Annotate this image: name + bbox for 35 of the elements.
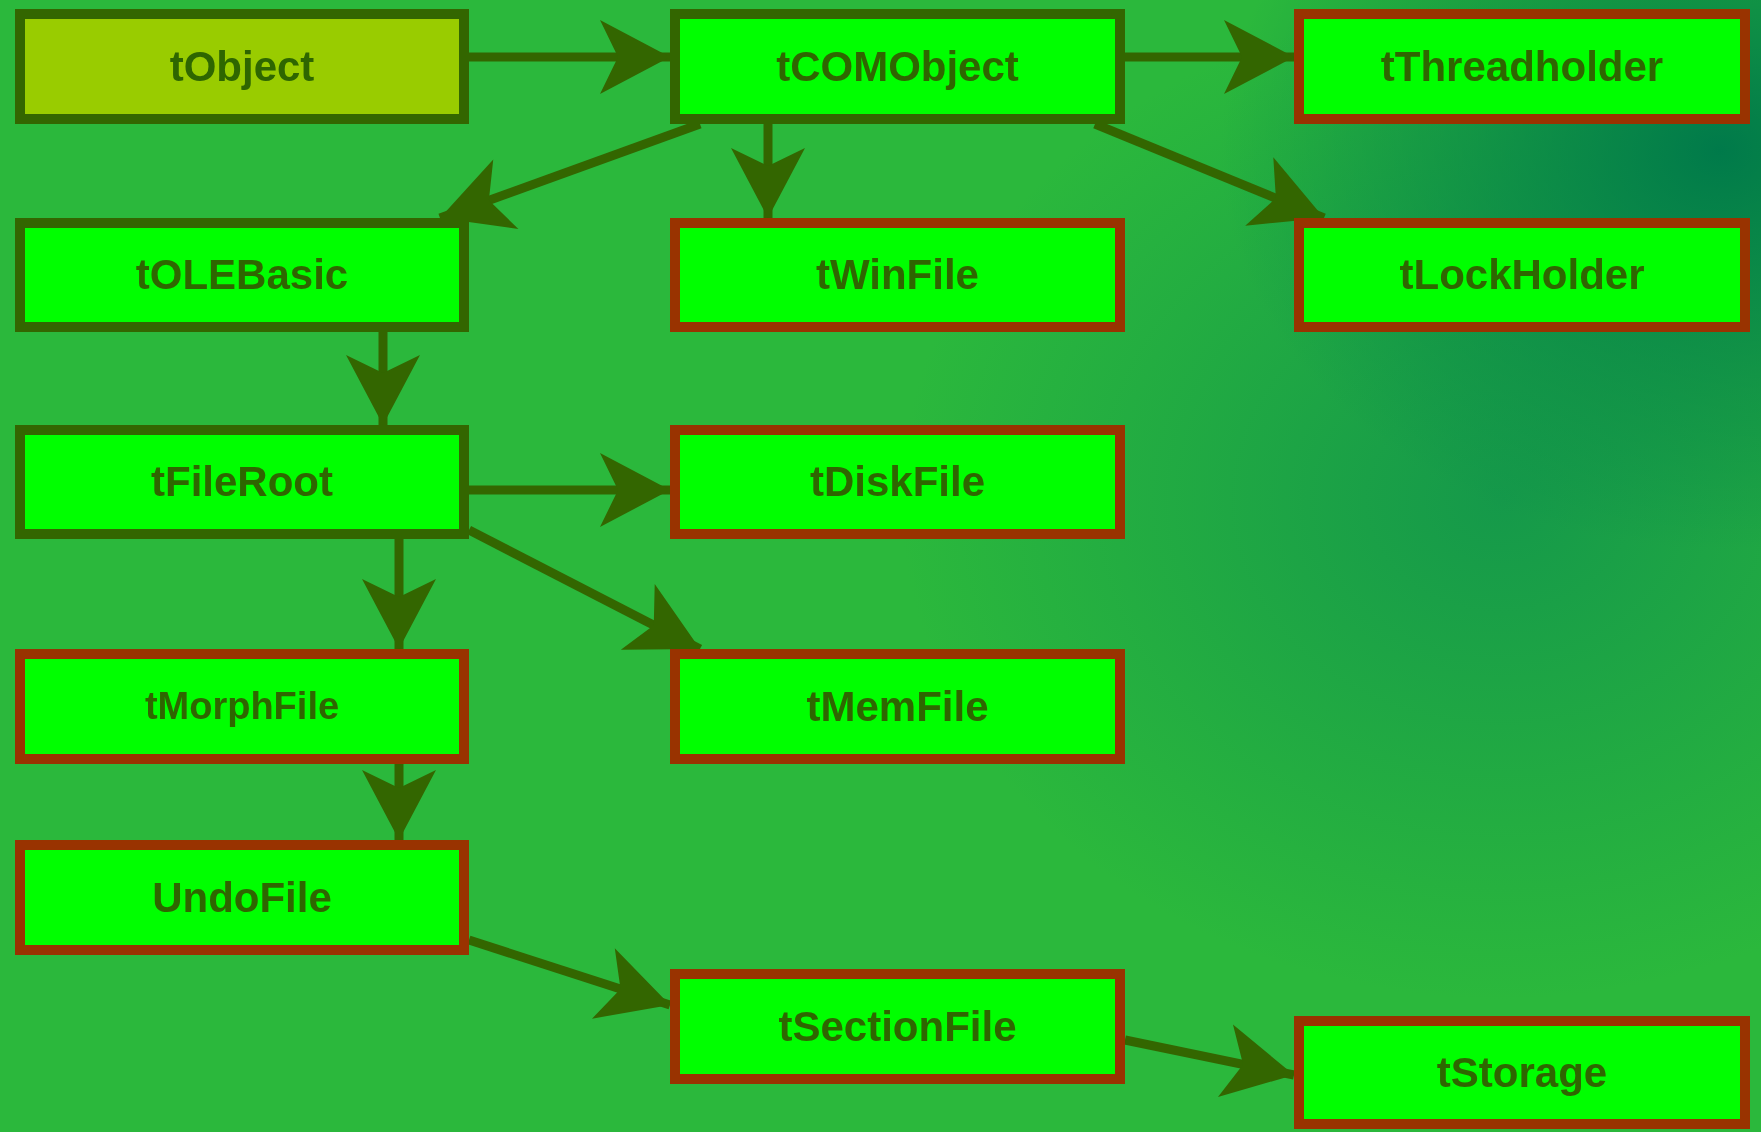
arrow xyxy=(346,332,420,425)
arrow xyxy=(469,453,670,527)
arrow xyxy=(362,539,436,649)
class-box xyxy=(15,218,469,332)
class-name: tObject xyxy=(169,42,315,91)
class-box xyxy=(670,9,1125,124)
class-box xyxy=(1294,218,1750,332)
class-name: tSectionFile xyxy=(778,1002,1017,1051)
arrow xyxy=(469,20,670,94)
class-name: tFileRoot xyxy=(151,458,333,506)
class-box xyxy=(670,969,1125,1084)
class-name: UndoFile xyxy=(152,873,332,922)
arrow xyxy=(731,124,805,218)
class-name: tDiskFile xyxy=(809,458,986,506)
class-box xyxy=(15,649,469,764)
class-name: tStorage xyxy=(1436,1048,1608,1097)
arrow xyxy=(362,764,436,840)
arrow xyxy=(1125,20,1294,94)
class-box xyxy=(1294,1016,1750,1129)
class-box xyxy=(15,425,469,539)
class-name: tThreadholder xyxy=(1380,42,1664,91)
class-box xyxy=(15,9,469,124)
class-name: tCOMObject xyxy=(776,42,1019,91)
class-name: tLockHolder xyxy=(1399,251,1645,299)
arrow xyxy=(466,526,703,653)
class-name: tMorphFile xyxy=(144,685,340,728)
class-box xyxy=(670,218,1125,332)
class-box xyxy=(670,649,1125,764)
class-box xyxy=(15,840,469,955)
class-box xyxy=(670,425,1125,539)
class-name: tMemFile xyxy=(806,682,989,731)
class-box xyxy=(1294,9,1750,124)
class-name: tOLEBasic xyxy=(135,251,349,299)
class-name: tWinFile xyxy=(816,251,979,299)
arrow xyxy=(1124,1024,1295,1098)
